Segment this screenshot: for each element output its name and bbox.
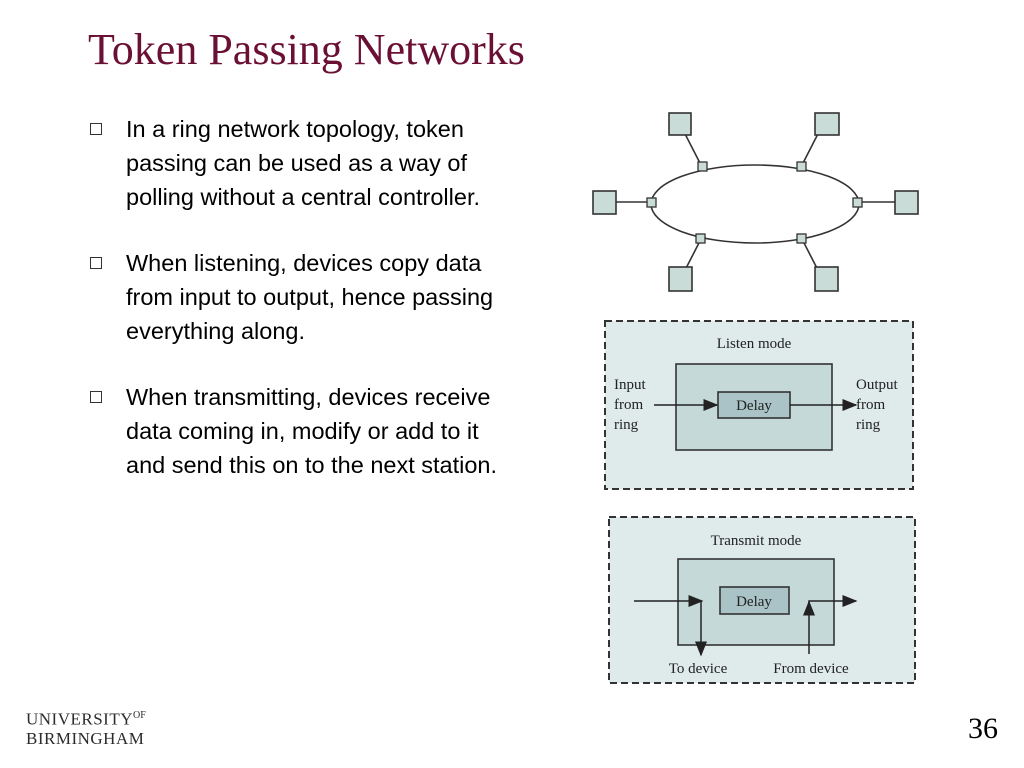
bullet-item: In a ring network topology, token passin… [88, 112, 508, 214]
repeater [796, 161, 807, 172]
bullet-text: When transmitting, devices receive data … [126, 384, 498, 478]
square-bullet-icon [90, 391, 102, 403]
station [894, 190, 919, 215]
repeater [695, 233, 706, 244]
station [668, 112, 692, 136]
bullet-list: In a ring network topology, token passin… [88, 112, 508, 514]
station [814, 266, 839, 292]
square-bullet-icon [90, 257, 102, 269]
repeater [697, 161, 708, 172]
repeater [646, 197, 657, 208]
ring-topology-diagram [592, 112, 919, 292]
logo-line1: UNIVERSITY [26, 709, 133, 729]
repeater [852, 197, 863, 208]
bullet-item: When listening, devices copy data from i… [88, 246, 508, 348]
repeater [796, 233, 807, 244]
listen-output-label: Output from ring [856, 377, 901, 433]
slide-title: Token Passing Networks [88, 25, 525, 74]
university-logo: UNIVERSITYOF BIRMINGHAM [26, 706, 146, 748]
logo-line2: BIRMINGHAM [26, 728, 145, 748]
station [592, 190, 617, 215]
station [814, 112, 840, 136]
transmit-delay-box [719, 586, 790, 615]
listen-mode-diagram: Listen mode Delay Input from ring Output… [604, 320, 914, 490]
stations [592, 112, 919, 292]
transmit-mode-title: Transmit mode [711, 533, 802, 549]
to-device-label: To device [669, 661, 728, 677]
ring-cable [650, 164, 860, 244]
listen-delay-label: Delay [736, 398, 772, 414]
bullet-item: When transmitting, devices receive data … [88, 380, 508, 482]
bullet-text: When listening, devices copy data from i… [126, 250, 494, 344]
station [668, 266, 693, 292]
listen-input-label: Input from ring [614, 377, 649, 433]
repeaters [646, 161, 863, 244]
from-device-label: From device [773, 661, 849, 677]
bullet-text: In a ring network topology, token passin… [126, 116, 481, 210]
square-bullet-icon [90, 123, 102, 135]
listen-mode-title: Listen mode [717, 336, 792, 352]
transmit-mode-diagram: Transmit mode Delay To device From devic… [608, 516, 916, 684]
transmit-delay-label: Delay [736, 594, 772, 610]
logo-of: OF [133, 710, 146, 721]
page-number: 36 [968, 712, 998, 745]
